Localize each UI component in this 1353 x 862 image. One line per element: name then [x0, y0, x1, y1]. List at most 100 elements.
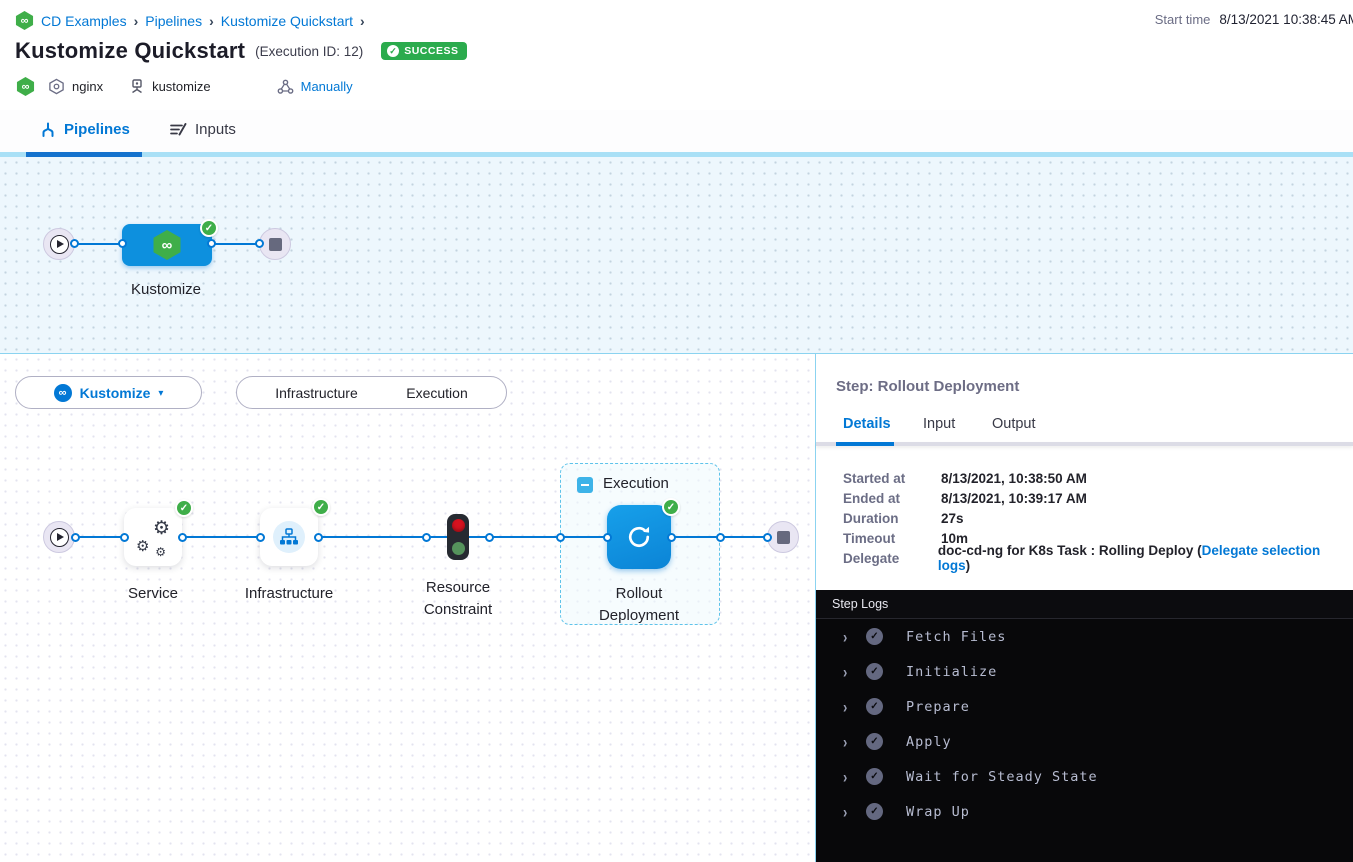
collapse-group-button[interactable] — [577, 477, 593, 493]
step-node-resource-constraint[interactable] — [447, 514, 469, 560]
field-value: 10m — [941, 530, 969, 546]
field-label: Duration — [843, 510, 899, 526]
field-value: 27s — [941, 510, 964, 526]
tab-pipelines-label: Pipelines — [64, 121, 130, 138]
chevron-right-icon[interactable]: › — [843, 661, 848, 682]
trigger-meta: Manually — [277, 79, 353, 95]
page-title: Kustomize Quickstart — [15, 38, 246, 63]
connector-point — [71, 533, 80, 542]
field-label: Ended at — [843, 490, 901, 506]
log-step-label: Prepare — [906, 698, 970, 715]
step-label-infrastructure: Infrastructure — [244, 585, 334, 602]
stage-selector-label: Kustomize — [79, 384, 151, 401]
tab-pipelines[interactable]: Pipelines — [40, 121, 130, 138]
tab-inputs[interactable]: Inputs — [170, 121, 236, 138]
field-delegate: Delegate doc-cd-ng for K8s Task : Rollin… — [843, 543, 1343, 573]
chevron-right-icon[interactable]: › — [843, 801, 848, 822]
execution-group-label: Execution — [603, 475, 669, 492]
tab-output[interactable]: Output — [992, 416, 1036, 432]
step-node-infrastructure[interactable] — [260, 508, 318, 566]
field-value: 8/13/2021, 10:38:50 AM — [941, 470, 1087, 486]
field-label: Timeout — [843, 530, 896, 546]
stage-node-kustomize[interactable]: ∞ — [122, 224, 212, 266]
connector-point — [178, 533, 187, 542]
field-ended-at: Ended at 8/13/2021, 10:39:17 AM — [843, 488, 1343, 508]
log-step-row[interactable]: › ✓ Apply — [816, 724, 1353, 759]
step-logs-header: Step Logs — [816, 590, 1353, 619]
connector-point — [314, 533, 323, 542]
stage-end-node — [767, 521, 799, 553]
connector-point — [120, 533, 129, 542]
infrastructure-icon — [273, 521, 305, 553]
step-success-icon: ✓ — [175, 499, 193, 517]
connector-point — [763, 533, 772, 542]
stage-section-toggle: Infrastructure Execution — [236, 376, 507, 409]
chevron-down-icon: ▾ — [158, 387, 164, 399]
breadcrumb-separator-icon: › — [209, 12, 214, 29]
tab-details[interactable]: Details — [843, 416, 891, 432]
field-duration: Duration 27s — [843, 508, 1343, 528]
environment-icon — [132, 78, 142, 93]
tab-underline-active — [26, 152, 142, 157]
chevron-right-icon[interactable]: › — [843, 766, 848, 787]
kustomize-stage-icon: ∞ — [153, 230, 181, 260]
step-node-rollout-deployment[interactable] — [607, 505, 671, 569]
traffic-light-red-icon — [451, 519, 465, 532]
active-tab-underline — [836, 442, 894, 446]
stage-success-icon: ✓ — [200, 219, 218, 237]
field-label: Started at — [843, 470, 906, 486]
harness-logo-icon: ∞ — [15, 11, 34, 30]
status-badge: ✓ SUCCESS — [381, 42, 468, 60]
log-step-row[interactable]: › ✓ Wrap Up — [816, 794, 1353, 829]
connector-point — [70, 239, 79, 248]
step-label-resource-constraint: Resource Constraint — [423, 579, 493, 618]
log-step-label: Fetch Files — [906, 628, 1007, 645]
tab-inputs-label: Inputs — [195, 121, 236, 138]
connector-point — [255, 239, 264, 248]
breadcrumb-separator-icon: › — [133, 12, 139, 29]
breadcrumb-separator-icon: › — [360, 12, 365, 29]
log-step-row[interactable]: › ✓ Fetch Files — [816, 619, 1353, 654]
toggle-execution[interactable]: Execution — [406, 384, 468, 401]
connector-point — [716, 533, 725, 542]
breadcrumb-kustomize-quickstart[interactable]: Kustomize Quickstart — [220, 12, 354, 29]
toggle-infrastructure[interactable]: Infrastructure — [275, 384, 358, 401]
log-success-icon: ✓ — [866, 628, 883, 645]
connector-point — [207, 239, 216, 248]
pipeline-graph-canvas: ∞ ✓ Kustomize — [0, 157, 1353, 354]
success-check-icon: ✓ — [387, 45, 400, 57]
play-icon — [49, 527, 69, 547]
connector-point — [422, 533, 431, 542]
log-step-row[interactable]: › ✓ Prepare — [816, 689, 1353, 724]
connector-point — [603, 533, 612, 542]
delegate-selection-logs-link[interactable]: Delegate selection logs — [937, 543, 1321, 573]
environment-name: kustomize — [152, 79, 211, 94]
page-header: ∞ CD Examples › Pipelines › Kustomize Qu… — [0, 0, 1353, 110]
service-hexagon-icon — [49, 78, 64, 95]
field-label: Delegate — [843, 550, 900, 566]
stage-selector-dropdown[interactable]: ∞ Kustomize ▾ — [15, 376, 202, 409]
chevron-right-icon[interactable]: › — [843, 731, 848, 752]
tab-input[interactable]: Input — [923, 416, 956, 432]
step-success-icon: ✓ — [662, 498, 680, 516]
main-tabbar: Pipelines Inputs — [0, 110, 1353, 157]
breadcrumb-pipelines[interactable]: Pipelines — [145, 12, 203, 29]
step-node-service[interactable]: ⚙ ⚙ ⚙ — [124, 508, 182, 566]
stage-execution-canvas: ∞ Kustomize ▾ Infrastructure Execution E… — [0, 354, 816, 862]
log-step-row[interactable]: › ✓ Wait for Steady State — [816, 759, 1353, 794]
service-name: nginx — [72, 79, 104, 94]
log-success-icon: ✓ — [866, 733, 883, 750]
trigger-manually-link[interactable]: Manually — [300, 79, 353, 94]
log-step-row[interactable]: › ✓ Initialize — [816, 654, 1353, 689]
inputs-icon — [170, 123, 187, 136]
service-gears-icon: ⚙ ⚙ ⚙ — [136, 518, 170, 559]
field-value: doc-cd-ng for K8s Task : Rolling Deploy … — [938, 543, 1343, 573]
harness-pipeline-icon: ∞ — [16, 77, 35, 96]
breadcrumb-cd-examples[interactable]: CD Examples — [41, 12, 127, 29]
pipelines-icon — [42, 122, 54, 137]
chevron-right-icon[interactable]: › — [843, 696, 848, 717]
chevron-right-icon[interactable]: › — [843, 626, 848, 647]
connector-point — [485, 533, 494, 542]
step-logs-list: › ✓ Fetch Files › ✓ Initialize › ✓ Prepa… — [816, 619, 1353, 829]
